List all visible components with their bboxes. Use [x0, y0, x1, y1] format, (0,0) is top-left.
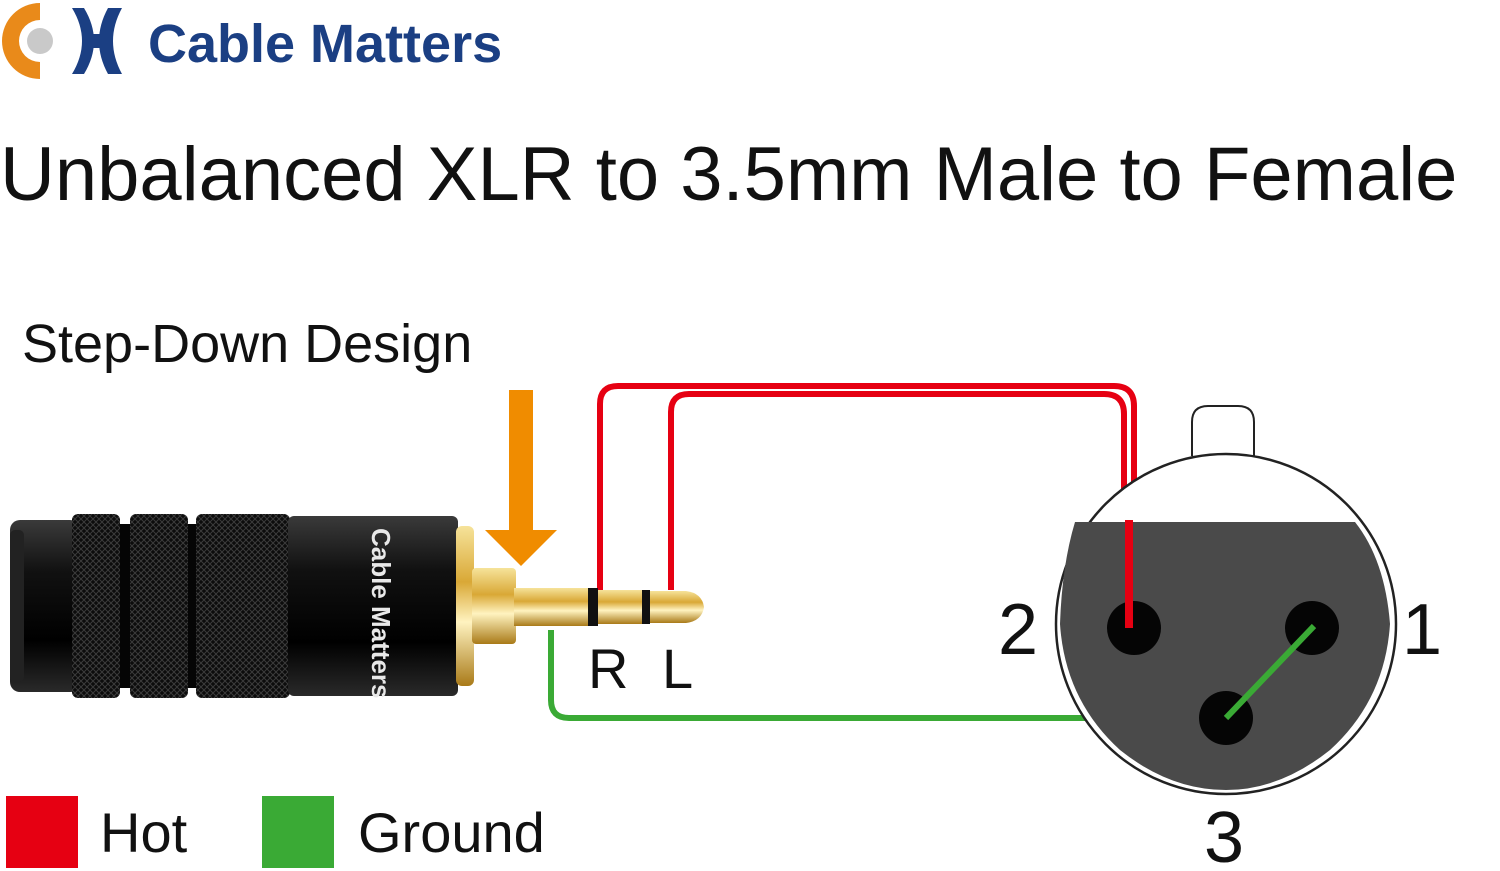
cable-matters-logo: Cable Matters: [2, 3, 502, 79]
plug-rear-cap: [10, 520, 80, 692]
plug-brand-text: Cable Matters: [366, 528, 396, 699]
plug-knurl-2: [130, 514, 188, 698]
plug-3-5mm: Cable Matters: [10, 514, 704, 699]
down-arrow-icon: [485, 390, 557, 566]
plug-knurl-1: [72, 514, 120, 698]
xlr-pin-2: [1107, 601, 1161, 655]
label-l: L: [662, 637, 693, 700]
plug-barrel: [288, 516, 458, 696]
pin-1-label: 1: [1402, 590, 1442, 670]
xlr-latch: [1191, 405, 1255, 456]
pin-2-label: 2: [998, 590, 1038, 670]
legend: Hot Ground: [6, 796, 545, 868]
xlr-connector: [1054, 405, 1398, 796]
pin-3-label: 3: [1204, 798, 1244, 871]
legend-ground-label: Ground: [358, 801, 545, 864]
plug-sleeve: [514, 588, 590, 626]
plug-knurl-3: [196, 514, 290, 698]
diagram-title: Unbalanced XLR to 3.5mm Male to Female: [0, 132, 1457, 217]
step-down-label: Step-Down Design: [22, 314, 472, 374]
hot-wires: [597, 383, 1137, 628]
plug-ring: [598, 590, 642, 624]
plug-gold-collar: [456, 526, 474, 686]
ground-wire: [548, 625, 1315, 721]
ground-wire-end: [1223, 623, 1317, 721]
legend-hot-swatch: [6, 796, 78, 868]
cable-matters-logo-icon: [2, 3, 122, 79]
xlr-insert: [1060, 522, 1390, 790]
brand-name: Cable Matters: [148, 14, 502, 74]
legend-ground-swatch: [262, 796, 334, 868]
label-r: R: [588, 637, 628, 700]
plug-tip: [650, 591, 704, 623]
legend-hot-label: Hot: [100, 801, 188, 864]
